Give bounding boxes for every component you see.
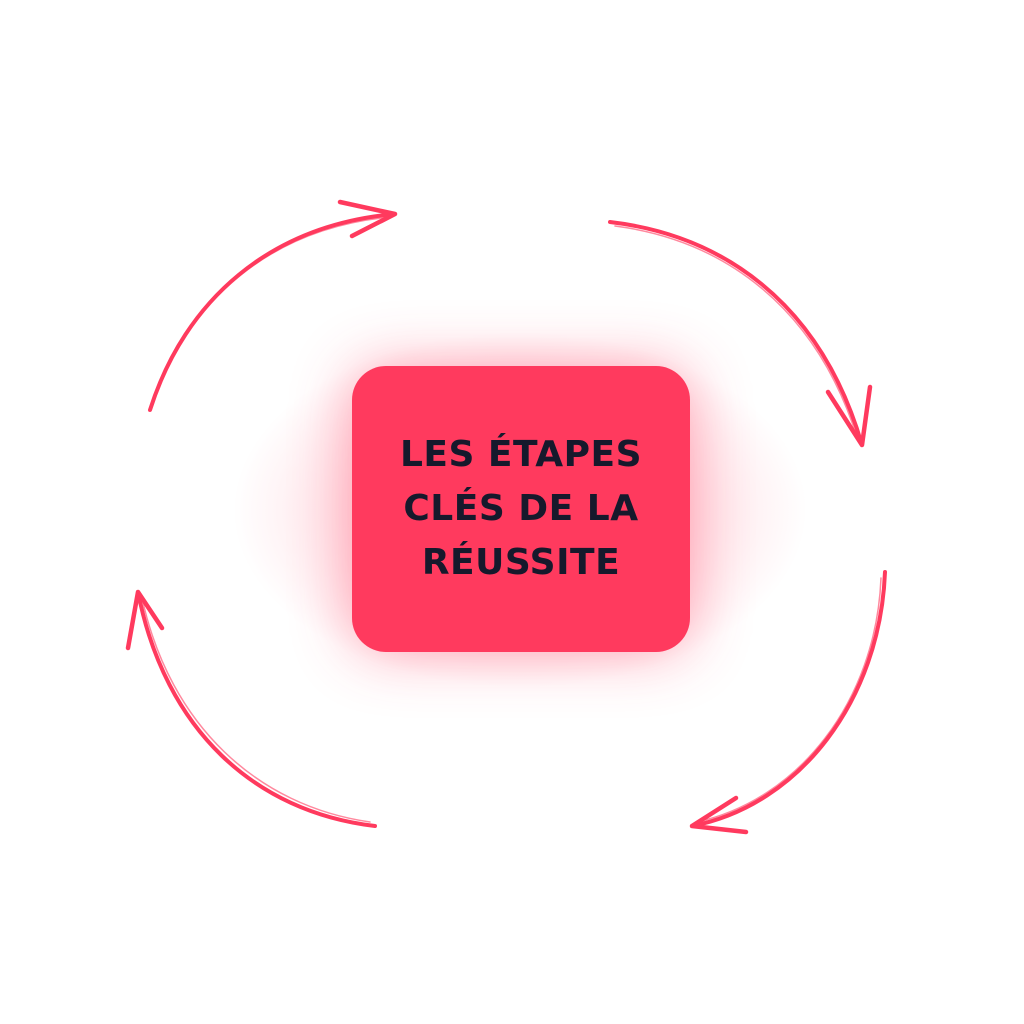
center-title: LES ÉTAPES CLÉS DE LA RÉUSSITE — [399, 434, 643, 583]
center-box: LES ÉTAPES CLÉS DE LA RÉUSSITE — [352, 366, 690, 652]
arrow-bottom-right-icon — [689, 570, 887, 835]
arrow-top-right-icon — [608, 220, 873, 448]
arrow-top-left-icon — [148, 199, 398, 412]
arrow-bottom-left-icon — [125, 589, 377, 828]
